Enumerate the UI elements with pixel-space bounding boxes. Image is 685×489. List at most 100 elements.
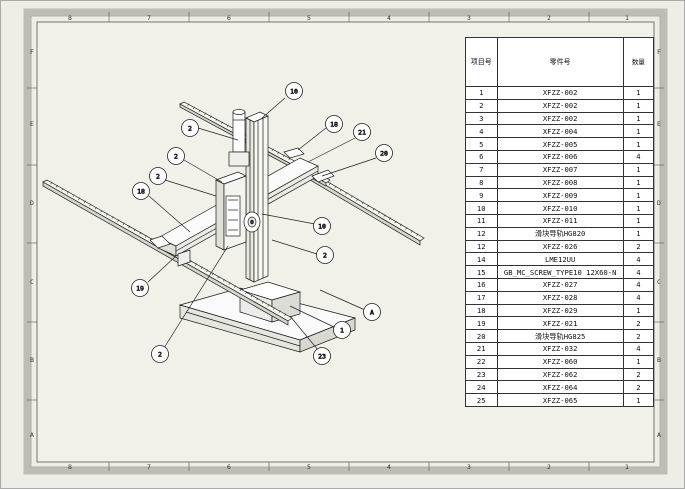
bom-cell-item: 17 bbox=[465, 290, 498, 305]
bom-cell-item: 25 bbox=[465, 393, 498, 407]
callout-label: 19 bbox=[136, 284, 144, 292]
bom-cell-qty: 2 bbox=[622, 380, 655, 395]
callout-label: 21 bbox=[358, 128, 366, 136]
bom-cell-part: XFZZ-062 bbox=[496, 367, 624, 382]
bom-cell-item: 1 bbox=[465, 86, 498, 100]
bom-cell-qty: 1 bbox=[622, 393, 655, 407]
outer-frame bbox=[23, 8, 668, 475]
bom-cell-qty: 1 bbox=[622, 213, 655, 228]
bom-cell-qty: 1 bbox=[622, 137, 655, 151]
callout-balloon: 18 bbox=[132, 182, 150, 200]
top-zone-label: 5 bbox=[307, 14, 311, 22]
bom-cell-part: XFZZ-006 bbox=[496, 149, 624, 164]
bom-cell-item: 11 bbox=[465, 213, 498, 228]
bom-cell-part: XFZZ-060 bbox=[496, 354, 624, 369]
bom-cell-part: XFZZ-008 bbox=[496, 175, 624, 190]
callout-label: 2 bbox=[188, 124, 192, 132]
bottom-zone-label: 8 bbox=[68, 463, 72, 471]
bom-cell-part: 滑块导轨HG820 bbox=[496, 226, 624, 241]
bom-cell-part: XFZZ-005 bbox=[496, 137, 624, 151]
bom-cell-item: 15 bbox=[465, 265, 498, 279]
right-zone-label: A bbox=[657, 431, 661, 439]
left-zone-label: F bbox=[30, 48, 34, 56]
callout-balloon: 2 bbox=[316, 246, 334, 264]
top-zone-label: 8 bbox=[68, 14, 72, 22]
callout-label: A bbox=[370, 308, 374, 316]
pulley bbox=[243, 211, 261, 233]
top-zone-label: 7 bbox=[147, 14, 151, 22]
top-zone-label: 6 bbox=[227, 14, 231, 22]
bom-cell-part: XFZZ-009 bbox=[496, 188, 624, 203]
top-zone-label: 3 bbox=[467, 14, 471, 22]
bottom-zone-label: 7 bbox=[147, 463, 151, 471]
bom-cell-qty: 4 bbox=[622, 252, 655, 267]
callout-balloon: 18 bbox=[325, 115, 343, 133]
bom-cell-part: XFZZ-002 bbox=[496, 86, 624, 100]
callout-balloon: 10 bbox=[285, 82, 303, 100]
bom-cell-item: 5 bbox=[465, 137, 498, 151]
callout-label: 18 bbox=[137, 187, 145, 195]
bom-cell-qty: 1 bbox=[622, 111, 655, 126]
bom-cell-part: 滑块导轨HG825 bbox=[496, 329, 624, 343]
bottom-zone-label: 5 bbox=[307, 463, 311, 471]
callout-label: 1 bbox=[340, 326, 344, 334]
bom-cell-part: XFZZ-011 bbox=[496, 213, 624, 228]
bom-cell-item: 23 bbox=[465, 367, 498, 382]
bom-cell-qty: 4 bbox=[622, 149, 655, 164]
callout-label: 2 bbox=[323, 251, 327, 259]
left-zone-label: B bbox=[30, 356, 34, 364]
callout-balloon: 23 bbox=[313, 347, 331, 365]
callout-balloon: 10 bbox=[313, 217, 331, 235]
bom-cell-qty: 1 bbox=[622, 201, 655, 215]
z-carriage bbox=[215, 171, 247, 251]
bom-cell-part: GB_MC_SCREW_TYPE10 12X60-N bbox=[496, 265, 624, 279]
bom-cell-part: XFZZ-029 bbox=[496, 303, 624, 318]
right-zone-label: B bbox=[657, 356, 661, 364]
vertical-column bbox=[245, 111, 269, 283]
bom-header-item: 项目号 bbox=[465, 37, 498, 87]
bom-cell-item: 19 bbox=[465, 316, 498, 331]
bottom-zone-label: 1 bbox=[625, 463, 629, 471]
bom-cell-part: XFZZ-002 bbox=[496, 98, 624, 113]
top-motor bbox=[228, 109, 250, 167]
right-zone-label: E bbox=[657, 120, 661, 128]
bom-cell-item: 18 bbox=[465, 303, 498, 318]
bom-cell-qty: 4 bbox=[622, 277, 655, 292]
bom-cell-qty: 1 bbox=[622, 124, 655, 139]
callout-balloon: 2 bbox=[167, 147, 185, 165]
bom-cell-qty: 1 bbox=[622, 98, 655, 113]
bottom-zone-label: 2 bbox=[547, 463, 551, 471]
bom-header-qty: 数量 bbox=[622, 37, 655, 87]
bom-cell-qty: 4 bbox=[622, 290, 655, 305]
bom-cell-item: 7 bbox=[465, 162, 498, 177]
bom-cell-part: XFZZ-021 bbox=[496, 316, 624, 331]
callout-label: 18 bbox=[330, 120, 338, 128]
top-zone-label: 1 bbox=[625, 14, 629, 22]
bom-cell-part: XFZZ-028 bbox=[496, 290, 624, 305]
bom-cell-item: 21 bbox=[465, 341, 498, 356]
bom-cell-qty: 4 bbox=[622, 341, 655, 356]
inner-frame bbox=[30, 15, 661, 468]
bom-cell-qty: 1 bbox=[622, 162, 655, 177]
callout-label: 10 bbox=[318, 222, 326, 230]
callout-label: 2 bbox=[158, 350, 162, 358]
bottom-zone-label: 6 bbox=[227, 463, 231, 471]
bom-cell-qty: 1 bbox=[622, 226, 655, 241]
bom-cell-part: XFZZ-065 bbox=[496, 393, 624, 407]
